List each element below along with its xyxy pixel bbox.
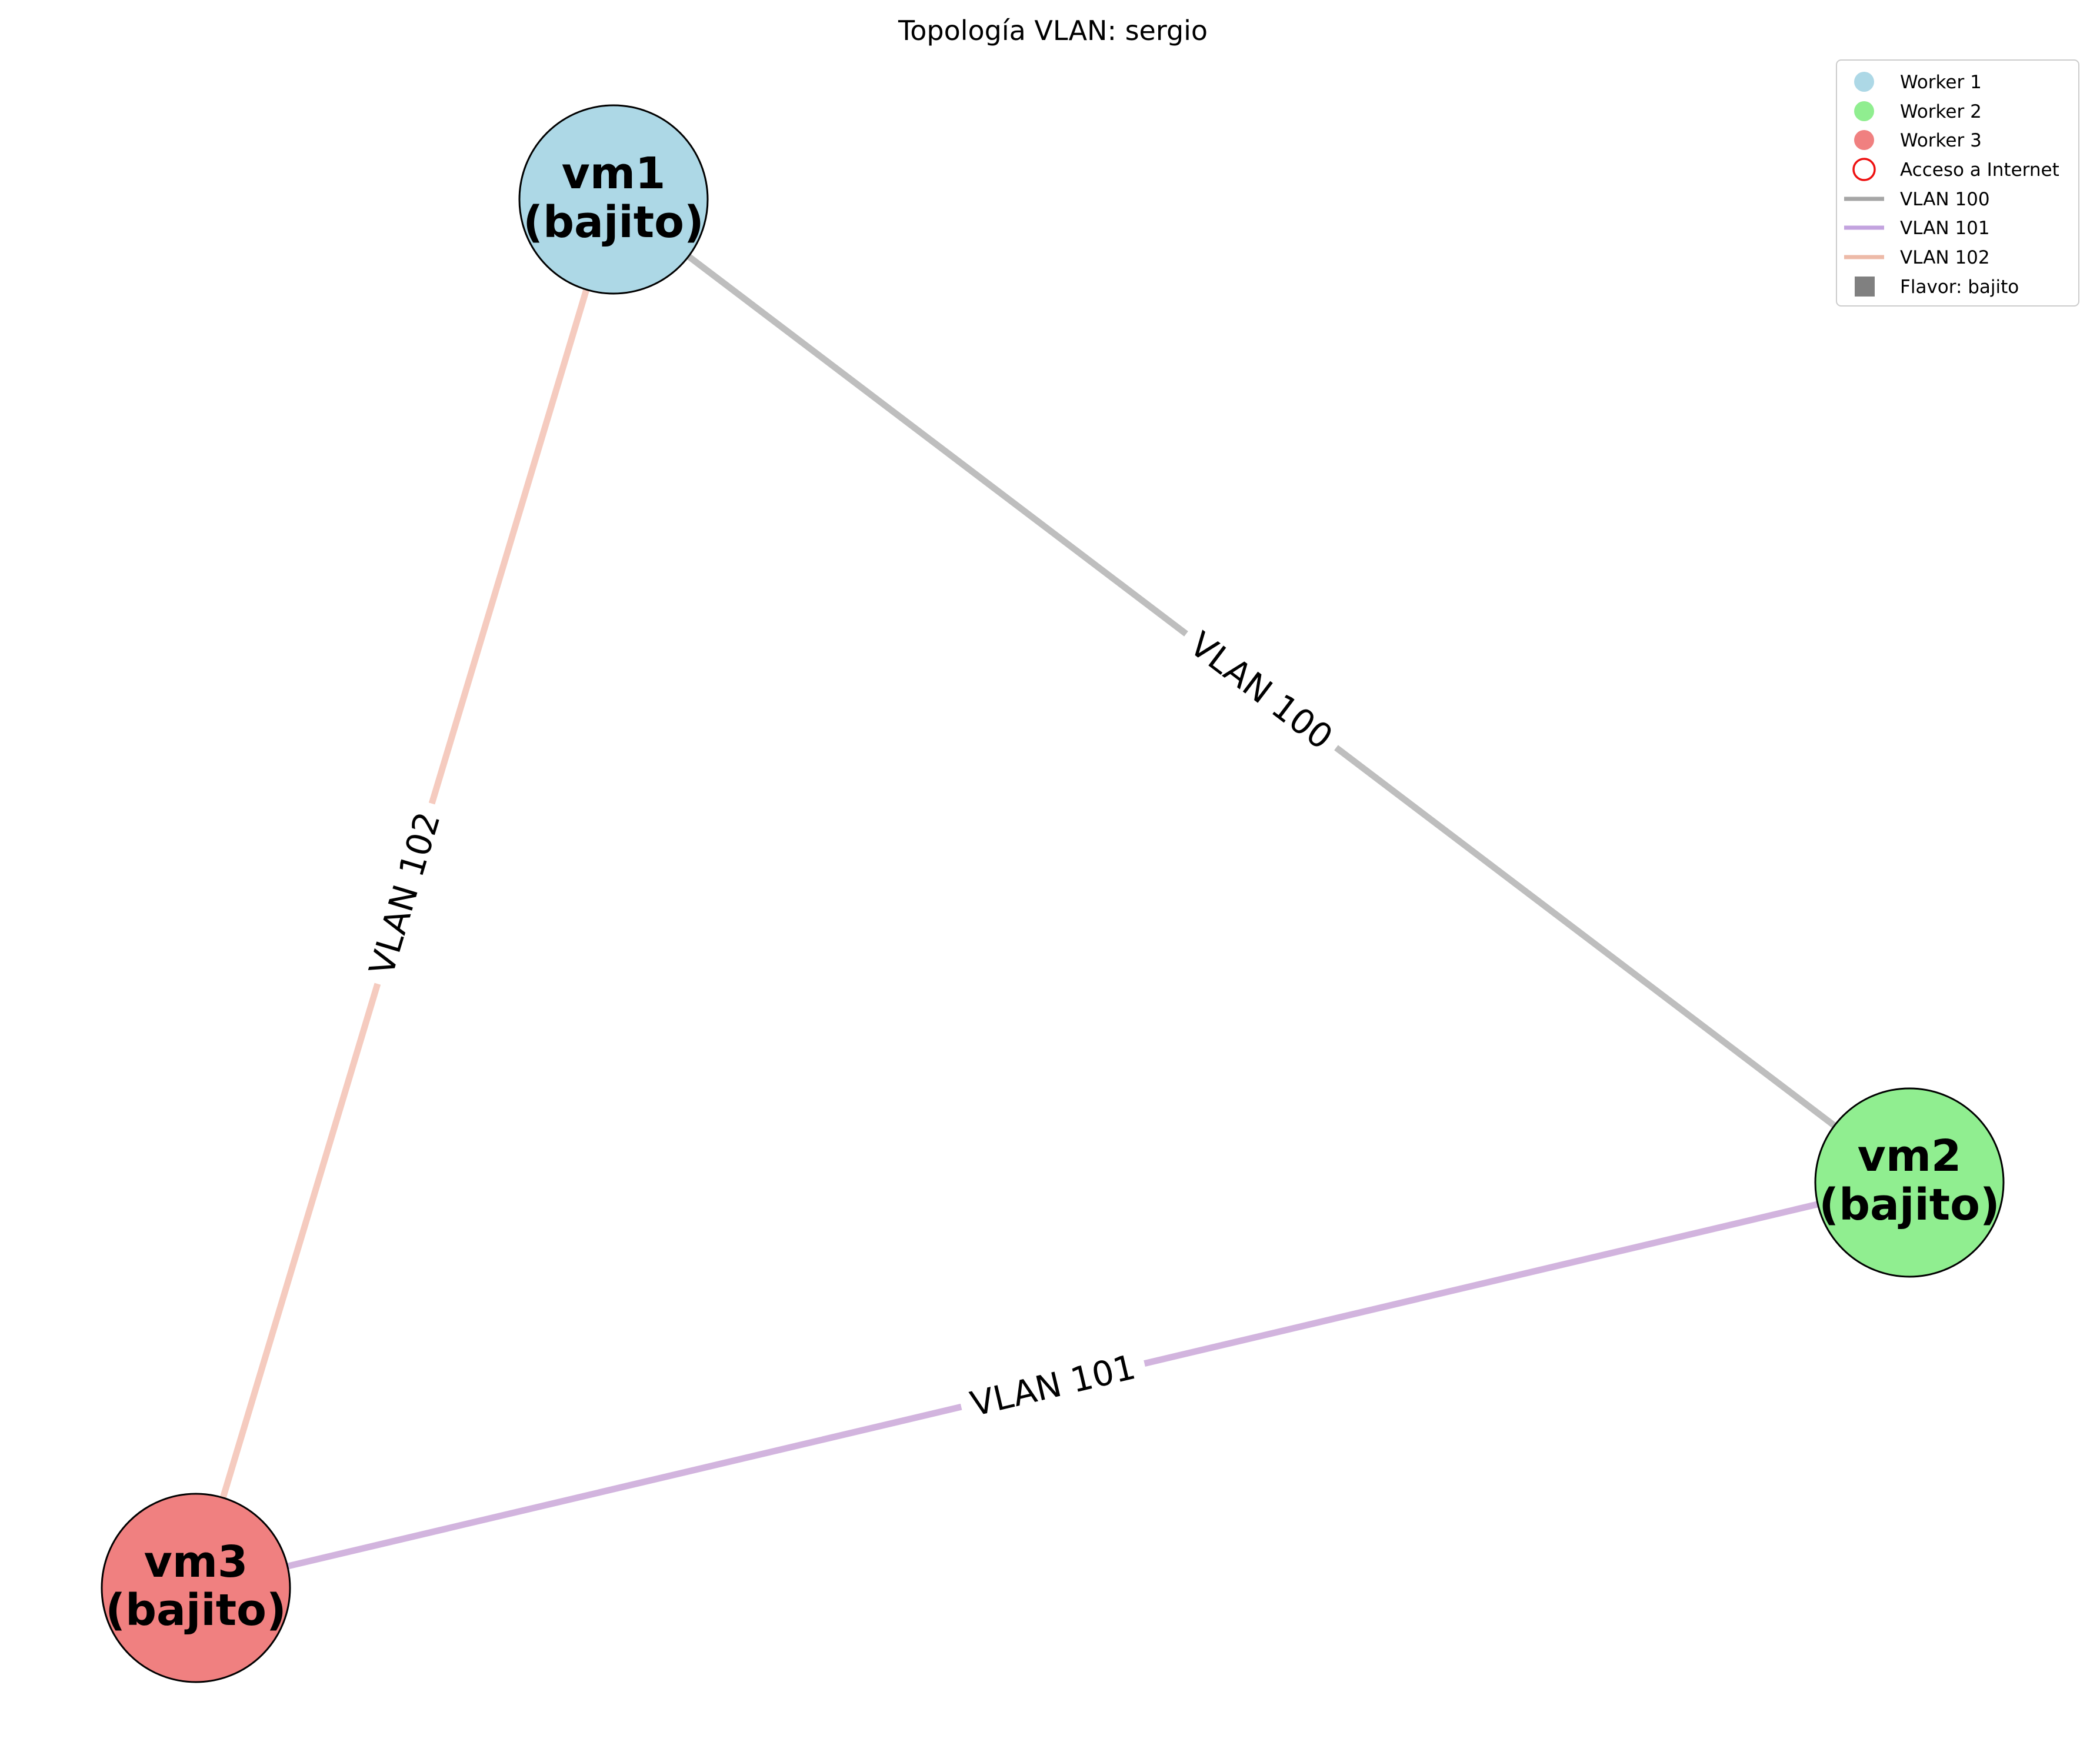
legend-label: VLAN 101	[1900, 218, 1990, 239]
legend-label: Acceso a Internet	[1900, 159, 2059, 181]
node-vm2[interactable]: vm2 (bajito)	[1814, 1087, 2005, 1278]
node-vm1-flavor: (bajito)	[523, 197, 704, 248]
legend-label: Worker 1	[1900, 72, 1982, 93]
legend: Worker 1 Worker 2 Worker 3 Acceso a Inte…	[1836, 59, 2079, 307]
node-vm2-circle[interactable]	[1814, 1087, 2005, 1278]
legend-worker-2-icon	[1854, 101, 1874, 121]
legend-label: Flavor: bajito	[1900, 277, 2019, 298]
node-vm1[interactable]: vm1 (bajito)	[518, 104, 709, 295]
node-vm1-circle[interactable]	[518, 104, 709, 295]
legend-box	[1836, 59, 2079, 307]
node-vm3-flavor: (bajito)	[105, 1585, 286, 1636]
edge-label-background	[351, 795, 458, 992]
node-vm3-circle[interactable]	[101, 1493, 291, 1683]
legend-label: VLAN 102	[1900, 247, 1990, 268]
node-vm1-name: vm1	[562, 148, 666, 199]
node-vm2-name: vm2	[1858, 1131, 1962, 1181]
legend-label: Worker 2	[1900, 101, 1982, 122]
legend-label: VLAN 100	[1900, 189, 1990, 210]
edge-label-background	[955, 1337, 1151, 1434]
diagram-title: Topología VLAN: sergio	[898, 15, 1208, 46]
legend-worker-3-icon	[1854, 130, 1874, 150]
node-vm3-name: vm3	[144, 1537, 248, 1587]
legend-internet-access-icon	[1852, 158, 1876, 181]
nodes-layer: vm1 (bajito) vm2 (bajito) vm3 (bajito)	[101, 104, 2005, 1683]
legend-worker-1-icon	[1854, 72, 1874, 92]
legend-label: Worker 3	[1900, 130, 1982, 151]
edge-label-background	[1169, 612, 1353, 770]
node-vm2-flavor: (bajito)	[1819, 1180, 2000, 1230]
legend-flavor-square-icon	[1855, 277, 1875, 297]
node-vm3[interactable]: vm3 (bajito)	[101, 1493, 291, 1683]
